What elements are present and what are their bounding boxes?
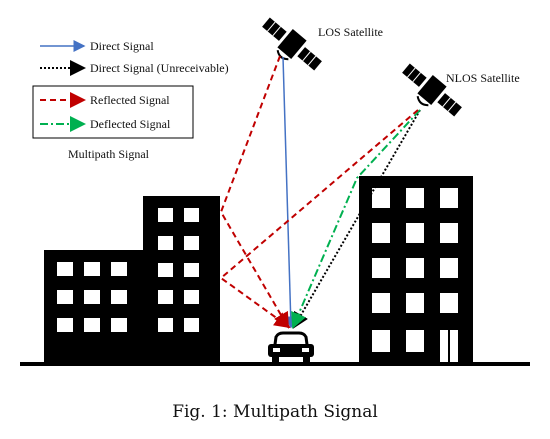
signal-paths: [219, 55, 421, 329]
legend-label-reflected: Reflected Signal: [90, 93, 170, 107]
legend: Direct Signal Direct Signal (Unreceivabl…: [32, 39, 229, 161]
right-building: [359, 176, 473, 363]
unreceivable-signal-path: [292, 109, 421, 329]
legend-multipath-box: [32, 85, 194, 139]
ground-line: [20, 362, 530, 366]
reflected-signal-path-los: [219, 55, 290, 329]
legend-label-direct-unreceivable: Direct Signal (Unreceivable): [90, 61, 229, 75]
left-building: [44, 196, 220, 363]
legend-label-direct: Direct Signal: [90, 39, 154, 53]
legend-item-direct-unreceivable: Direct Signal (Unreceivable): [40, 60, 229, 76]
los-satellite-icon: [262, 17, 322, 71]
nlos-satellite-icon: [402, 63, 462, 117]
legend-label-deflected: Deflected Signal: [90, 117, 171, 131]
reflected-signal-path-nlos-1: [219, 109, 419, 329]
direct-signal-path: [282, 56, 297, 329]
legend-item-reflected: Reflected Signal: [40, 92, 170, 108]
nlos-satellite-label: NLOS Satellite: [446, 71, 520, 85]
figure-caption: Fig. 1: Multipath Signal: [172, 402, 378, 422]
deflected-signal-path: [291, 109, 421, 329]
legend-group-label: Multipath Signal: [68, 147, 150, 161]
legend-item-direct: Direct Signal: [40, 39, 154, 53]
car-icon: [268, 331, 314, 362]
los-satellite-label: LOS Satellite: [318, 25, 383, 39]
legend-item-deflected: Deflected Signal: [40, 116, 171, 132]
